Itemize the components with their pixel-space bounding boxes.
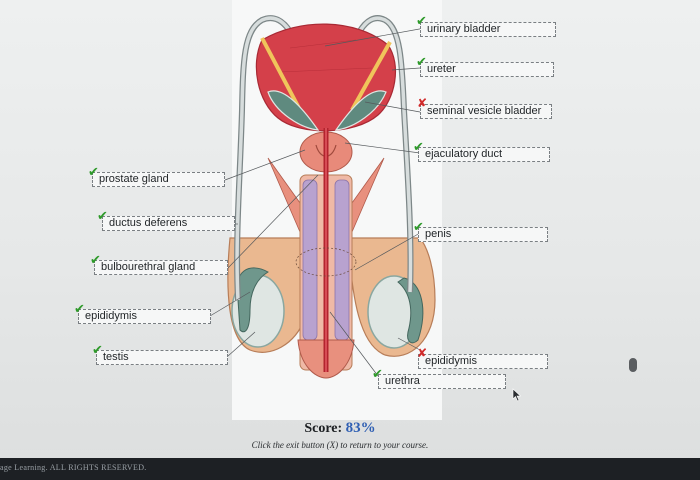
check-icon: ✔ <box>97 208 108 223</box>
epididymis-right <box>397 277 424 344</box>
score-value: 83% <box>345 420 376 436</box>
mouse-cursor-icon <box>512 388 522 402</box>
leader-lines <box>209 27 426 377</box>
seminal-vesicle-right <box>334 90 387 131</box>
cross-icon: ✘ <box>417 96 428 110</box>
dashed-ring <box>295 247 357 277</box>
check-icon: ✔ <box>88 164 99 179</box>
footer-bar: age Learning. ALL RIGHTS RESERVED. <box>0 458 700 480</box>
drop-epididymis-left[interactable]: epididymis <box>78 309 211 324</box>
drop-prostate-gland[interactable]: prostate gland <box>92 172 225 187</box>
epididymis-left <box>236 267 269 333</box>
score-label: Score: <box>304 421 343 436</box>
copyright-text: age Learning. ALL RIGHTS RESERVED. <box>0 463 147 472</box>
drop-ejaculatory-duct[interactable]: ejaculatory duct <box>418 147 550 162</box>
urinary-bladder <box>255 23 397 132</box>
drop-epididymis-right[interactable]: epididymis <box>418 354 548 369</box>
check-icon: ✔ <box>92 342 103 357</box>
drop-urethra[interactable]: urethra <box>378 374 506 389</box>
seminal-vesicle-left <box>267 90 320 131</box>
check-icon: ✔ <box>372 366 383 381</box>
score-area: Score: 83% Click the exit button (X) to … <box>0 420 660 450</box>
cross-icon: ✘ <box>417 346 428 360</box>
check-icon: ✔ <box>413 139 424 154</box>
drop-testis[interactable]: testis <box>96 350 228 365</box>
score-line: Score: 83% <box>20 420 660 437</box>
drop-penis[interactable]: penis <box>418 227 548 242</box>
check-icon: ✔ <box>413 219 424 234</box>
check-icon: ✔ <box>90 252 101 267</box>
drop-bulbourethral-gland[interactable]: bulbourethral gland <box>94 260 228 275</box>
check-icon: ✔ <box>416 13 427 28</box>
drop-seminal-vesicle[interactable]: seminal vesicle bladder <box>420 104 552 119</box>
camera-dot <box>629 358 637 372</box>
score-hint: Click the exit button (X) to return to y… <box>251 440 429 450</box>
drop-ureter[interactable]: ureter <box>420 62 554 77</box>
ureter-right <box>350 41 392 111</box>
drop-urinary-bladder[interactable]: urinary bladder <box>420 22 556 37</box>
ureter-left <box>260 37 302 111</box>
corpus-cavernosum-right <box>334 179 350 341</box>
check-icon: ✔ <box>416 54 427 69</box>
drop-ductus-deferens[interactable]: ductus deferens <box>102 216 235 231</box>
corpus-cavernosum-left <box>302 179 318 341</box>
check-icon: ✔ <box>74 301 85 316</box>
